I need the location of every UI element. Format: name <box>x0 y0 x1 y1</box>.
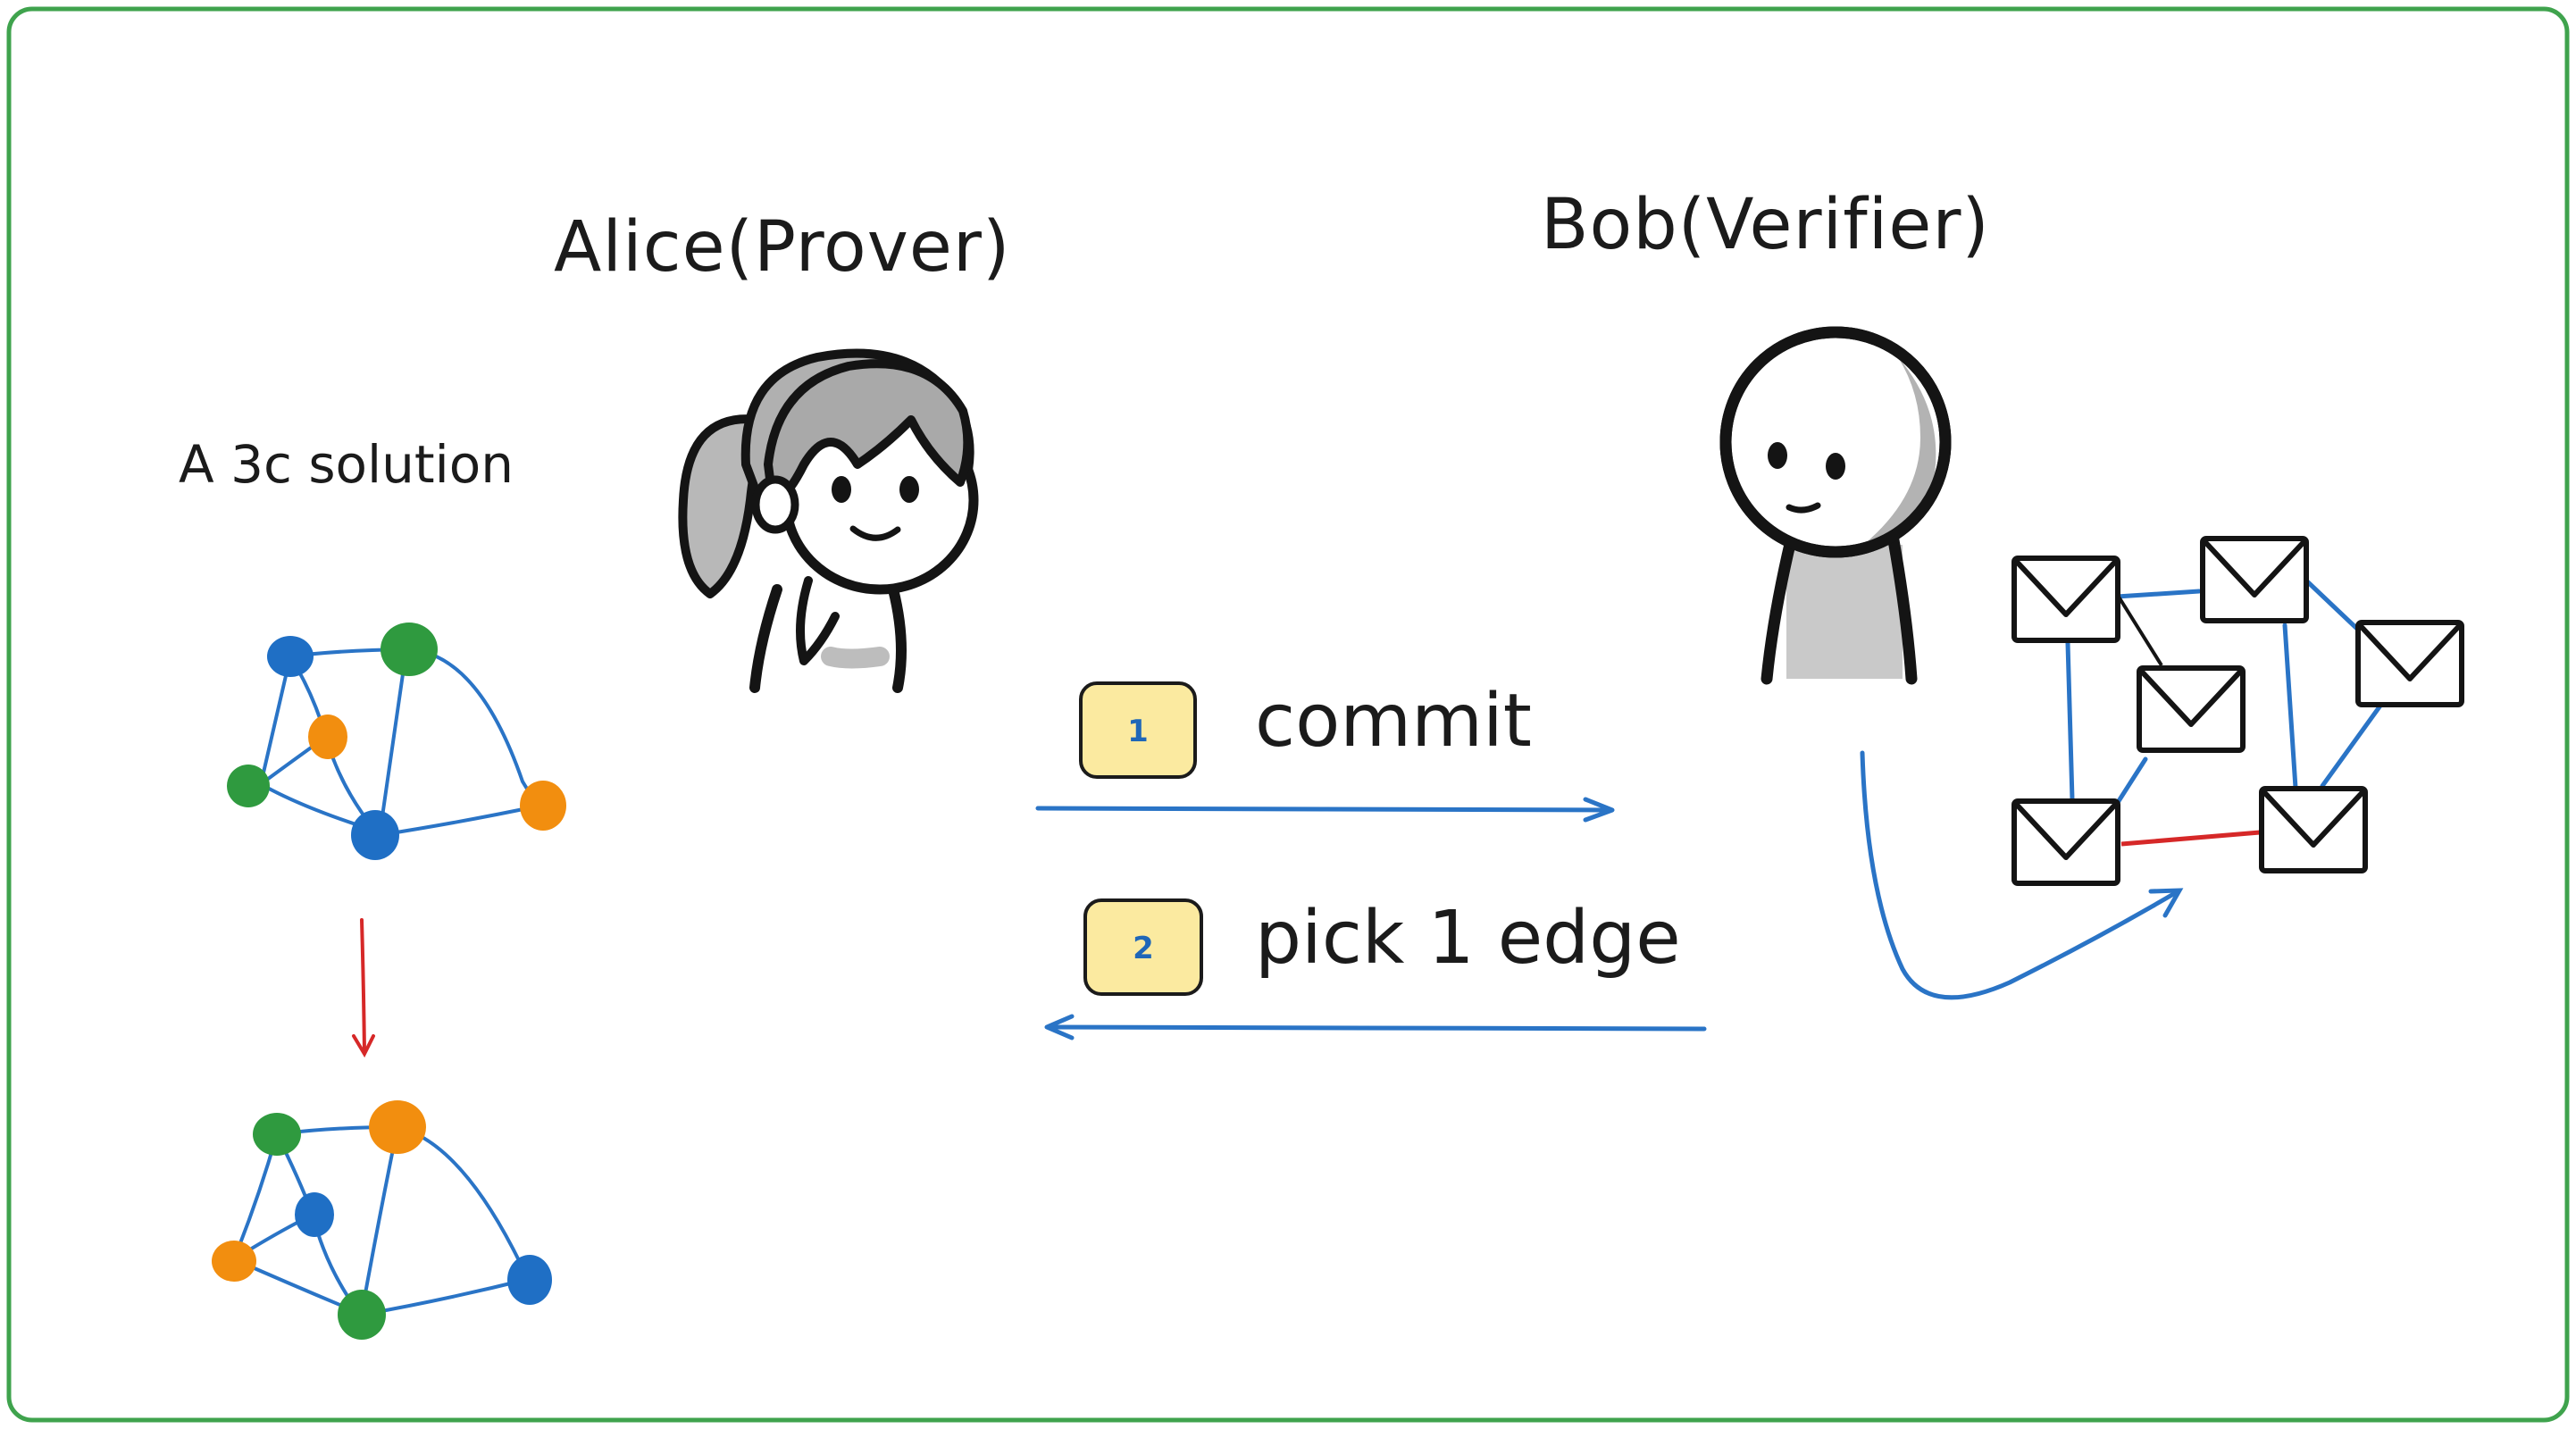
envelope-edge <box>2282 623 2298 790</box>
solution-caption: A 3c solution <box>179 434 514 495</box>
selected-edge <box>2120 830 2261 847</box>
graph-edge <box>378 804 542 837</box>
graph-edge <box>405 648 542 807</box>
envelope-icon <box>2137 665 2246 753</box>
step-1-label: commit <box>1255 679 1532 764</box>
envelope-icon <box>2200 536 2309 623</box>
graph-node-green <box>253 1113 301 1156</box>
envelope-edge <box>2114 756 2148 806</box>
graph-edge <box>396 1125 529 1279</box>
verifier-title: Bob(Verifier) <box>1541 185 1990 265</box>
step-2: 2 pick 1 edge <box>1044 896 1707 1040</box>
envelope-edge <box>2065 640 2075 802</box>
graph-node-blue <box>295 1192 334 1237</box>
graph-node-orange <box>520 781 566 831</box>
step-2-label: pick 1 edge <box>1255 896 1681 981</box>
step-1-badge <box>1079 681 1197 779</box>
graph-node-orange <box>212 1241 256 1282</box>
graph-edge <box>378 648 408 837</box>
envelope-edge <box>2114 589 2202 599</box>
envelope-icon <box>2355 620 2464 707</box>
alice-character-icon <box>678 348 979 693</box>
step-1-number: 1 <box>1127 714 1149 749</box>
graph-edge <box>360 1125 399 1315</box>
recolor-arrow <box>352 918 375 1058</box>
graph-original-nodes <box>227 623 566 860</box>
graph-node-orange <box>369 1100 426 1154</box>
graph-original <box>259 648 542 855</box>
graph-node-blue <box>507 1255 552 1305</box>
envelope-edge <box>2304 578 2361 632</box>
pick-edge-arrow <box>1860 750 2184 1000</box>
envelope-edge <box>2115 592 2163 667</box>
prover-title: Alice(Prover) <box>554 207 1010 288</box>
pick-edge-return-arrow <box>1047 1024 1707 1032</box>
graph-permuted-nodes <box>212 1100 552 1340</box>
bob-character-icon <box>1719 326 1952 685</box>
graph-node-green <box>381 623 438 676</box>
graph-node-blue <box>351 810 399 860</box>
graph-node-orange <box>308 714 347 759</box>
commit-arrow <box>1035 806 1610 813</box>
graph-node-green <box>227 765 270 807</box>
envelope-icon <box>2011 556 2120 643</box>
graph-edge <box>360 1277 531 1316</box>
envelope-edge <box>2320 703 2383 789</box>
frame-border <box>6 6 2570 1423</box>
graph-node-green <box>338 1290 386 1340</box>
envelope-icon <box>2259 786 2368 873</box>
committed-graph <box>2011 536 2464 886</box>
step-2-number: 2 <box>1133 931 1154 966</box>
envelope-icon <box>2011 798 2120 886</box>
graph-node-blue <box>267 636 314 677</box>
step-1: 1 commit <box>1035 679 1615 823</box>
step-2-badge <box>1083 898 1203 996</box>
